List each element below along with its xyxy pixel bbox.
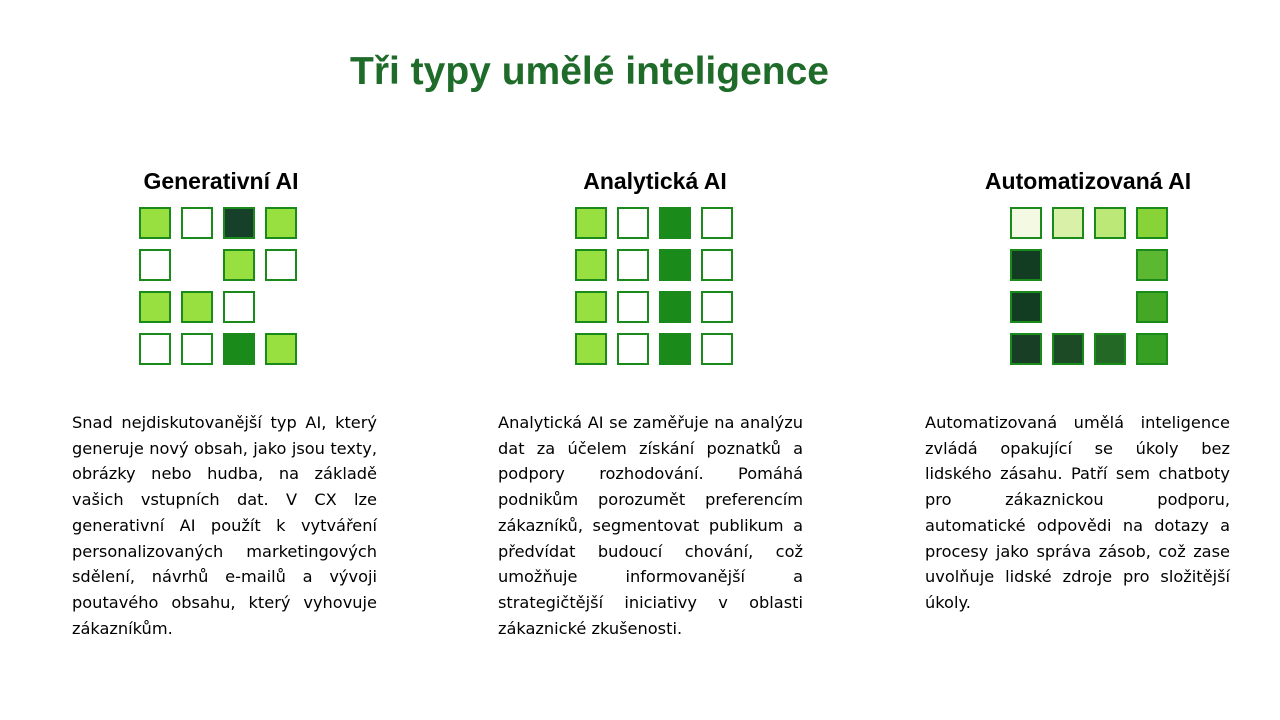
grid-square: [1010, 333, 1042, 365]
generative-ai-description: Snad nejdiskutovanější typ AI, který gen…: [72, 413, 377, 638]
grid-square: [575, 207, 607, 239]
grid-square: [659, 291, 691, 323]
grid-square: [701, 291, 733, 323]
grid-square: [617, 249, 649, 281]
grid-square: [139, 291, 171, 323]
grid-square: [1136, 249, 1168, 281]
grid-square: [1010, 249, 1042, 281]
grid-square: [659, 207, 691, 239]
page-title: Tři typy umělé inteligence: [350, 50, 829, 93]
grid-square: [181, 207, 213, 239]
grid-square: [701, 333, 733, 365]
heading-analytic-ai: Analytická AI: [583, 168, 727, 194]
heading-automated-ai: Automatizovaná AI: [984, 168, 1192, 194]
grid-square: [617, 291, 649, 323]
grid-square: [139, 333, 171, 365]
grid-square: [1052, 333, 1084, 365]
analytic-ai-grid-graphic: [575, 207, 733, 365]
automated-ai-description: Automatizovaná umělá inteligence zvládá …: [925, 413, 1230, 612]
grid-square: [617, 207, 649, 239]
grid-square: [575, 291, 607, 323]
grid-square: [617, 333, 649, 365]
grid-square: [1136, 291, 1168, 323]
grid-square: [1010, 207, 1042, 239]
grid-square: [1052, 207, 1084, 239]
grid-square: [659, 249, 691, 281]
grid-square: [181, 333, 213, 365]
grid-square: [181, 291, 213, 323]
grid-square: [701, 249, 733, 281]
grid-square: [265, 333, 297, 365]
grid-square: [1136, 207, 1168, 239]
grid-square: [139, 207, 171, 239]
grid-square: [1094, 207, 1126, 239]
grid-square: [223, 333, 255, 365]
grid-square: [1010, 291, 1042, 323]
grid-square: [659, 333, 691, 365]
grid-square: [701, 207, 733, 239]
grid-square: [575, 333, 607, 365]
grid-square: [139, 249, 171, 281]
analytic-ai-description: Analytická AI se zaměřuje na analýzu dat…: [498, 413, 803, 638]
grid-square: [223, 291, 255, 323]
grid-square: [1136, 333, 1168, 365]
grid-square: [223, 207, 255, 239]
grid-square: [1094, 333, 1126, 365]
grid-square: [575, 249, 607, 281]
automated-ai-grid-graphic: [1010, 207, 1168, 365]
heading-generative-ai: Generativní AI: [143, 168, 299, 194]
generative-ai-grid-graphic: [139, 207, 297, 365]
grid-square: [223, 249, 255, 281]
grid-square: [265, 249, 297, 281]
grid-square: [265, 207, 297, 239]
